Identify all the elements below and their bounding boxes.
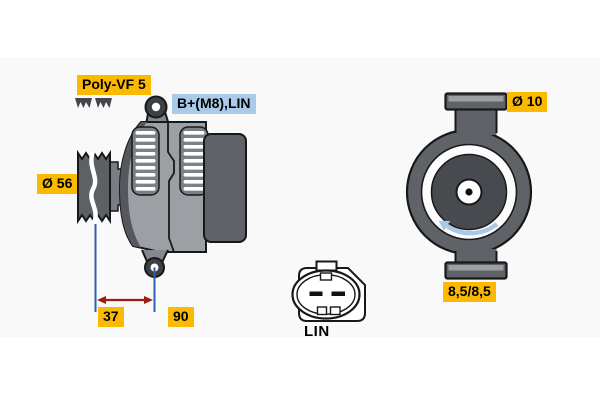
rear-cover [203,133,247,243]
lin-connector [291,260,366,322]
casting-seam [167,123,175,253]
vent-slots-rear [179,126,209,196]
top-mount-hole-center [151,102,161,112]
boss-diameter-label: Ø 10 [507,92,548,112]
belt-type-label: Poly-VF 5 [77,75,151,95]
dimension-arrowhead-left [97,296,106,304]
pulley-break-line [89,150,98,224]
dim-90-label: 90 [168,307,194,327]
belt-profile-icons [75,98,112,108]
dimension-lines [94,224,156,312]
alternator-side-view [118,95,247,278]
body-shading [120,122,147,248]
rotation-arrow-icon [445,222,499,236]
boss-dims-label: 8,5/8,5 [443,282,496,302]
connector-pin [309,291,323,296]
connector-slot [316,306,328,316]
dimension-arrowhead-right [144,296,153,304]
mount-boss-bottom-neck [455,249,497,265]
pulley [77,149,123,225]
vent-slots-front [131,126,160,196]
rotation-arrowhead [438,220,451,231]
connector-oval-outer [291,269,361,320]
connector-keyway [319,272,333,281]
dim-37-label: 37 [98,307,124,327]
alternator-end-view [405,92,533,280]
connector-tab [315,260,338,272]
mount-boss-bottom-highlight [448,265,504,271]
mount-boss-top-highlight [448,96,504,102]
terminal-label: B+(M8),LIN [172,94,256,114]
connector-lin-label: LIN [304,323,330,340]
belt-profile-icon [75,98,92,108]
connector-pin [331,291,345,296]
pulley-diameter-label: Ø 56 [37,174,78,194]
belt-profile-icon [95,98,112,108]
shaft-center [465,188,473,196]
connector-slot [329,306,341,316]
